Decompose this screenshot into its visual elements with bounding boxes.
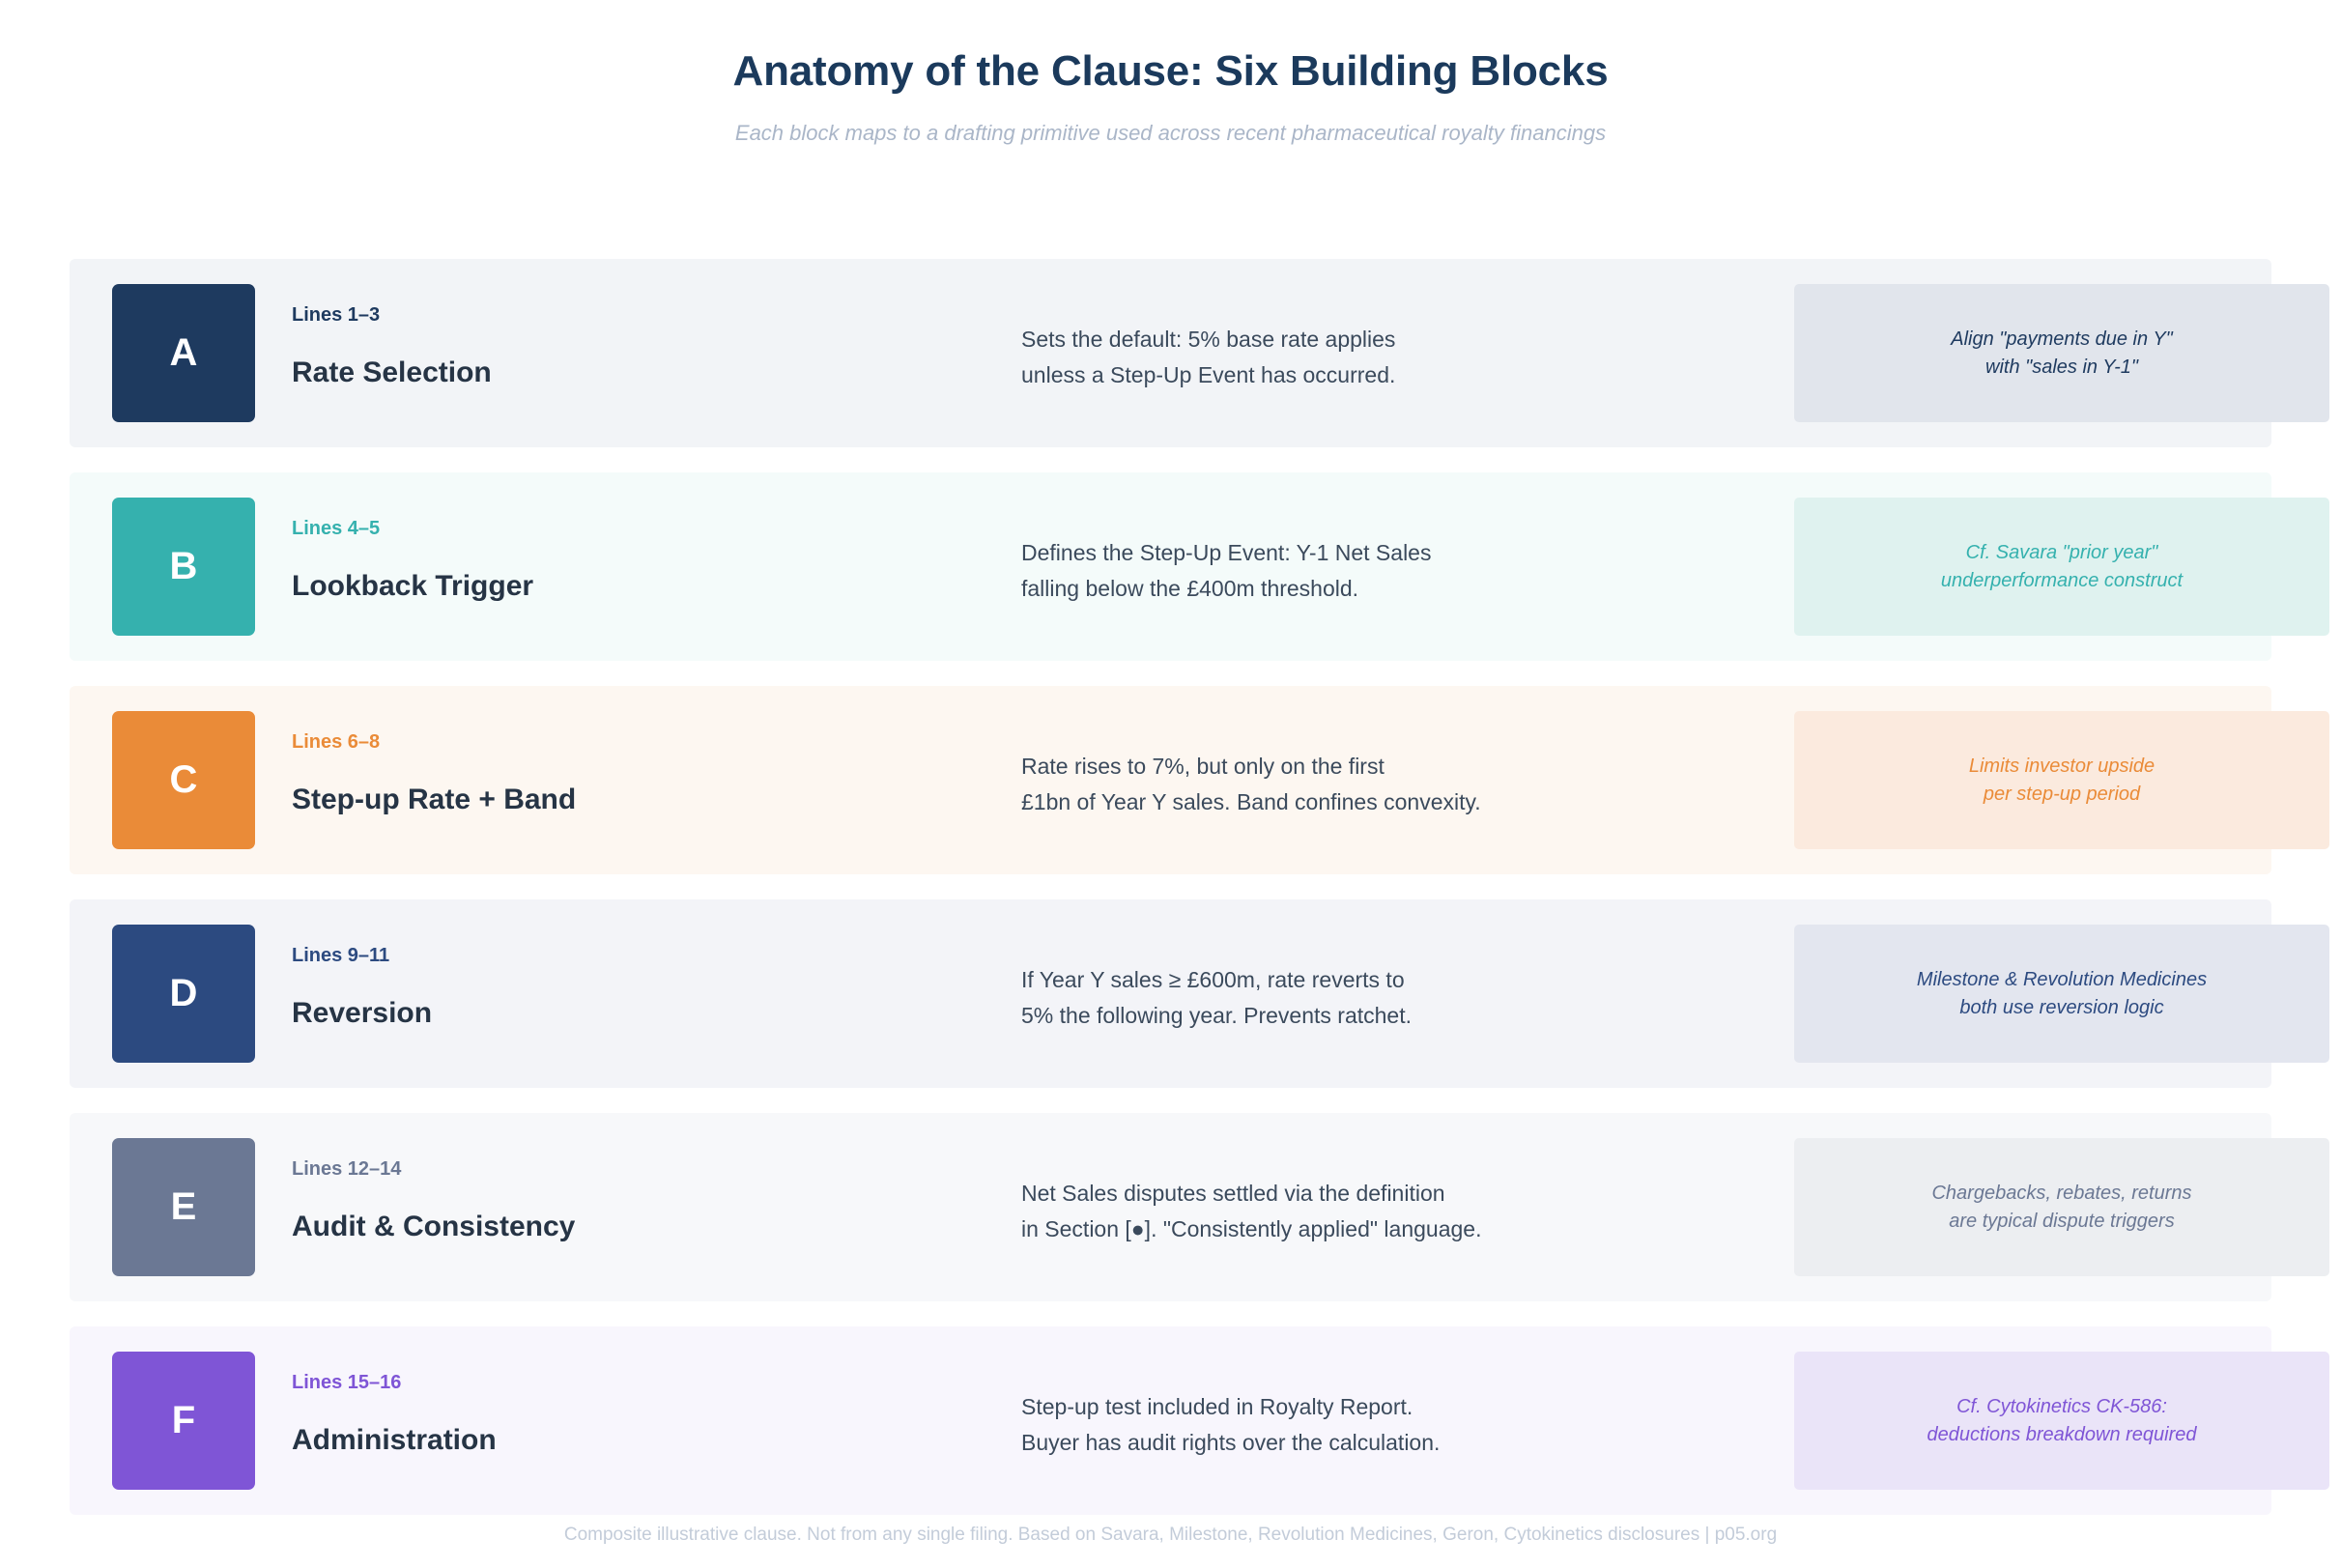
- block-annotation-box: Align "payments due in Y" with "sales in …: [1794, 284, 2329, 422]
- block-letter-tile: E: [112, 1138, 255, 1276]
- block-description-line-1: Rate rises to 7%, but only on the first: [1021, 754, 1385, 779]
- block-description-line-1: If Year Y sales ≥ £600m, rate reverts to: [1021, 967, 1405, 992]
- block-lines-label: Lines 15–16: [292, 1372, 402, 1393]
- block-title: Rate Selection: [292, 356, 492, 388]
- block-lines-label: Lines 4–5: [292, 518, 381, 539]
- block-description-line-2: Buyer has audit rights over the calculat…: [1021, 1430, 1441, 1456]
- block-annotation-box: Limits investor upside per step-up period: [1794, 711, 2329, 849]
- block-annotation-line-2: underperformance construct: [1940, 569, 2184, 591]
- block-annotation-line-2: per step-up period: [1983, 783, 2141, 805]
- block-description: Net Sales disputes settled via the defin…: [1021, 1176, 1717, 1248]
- block-title: Reversion: [292, 997, 433, 1029]
- block-description-line-1: Defines the Step-Up Event: Y-1 Net Sales: [1021, 540, 1432, 565]
- block-lines-label: Lines 6–8: [292, 731, 381, 753]
- block-annotation-line-1: Align "payments due in Y": [1951, 328, 2173, 350]
- block-annotation-box: Cf. Savara "prior year" underperformance …: [1794, 498, 2329, 636]
- block-title: Step-up Rate + Band: [292, 784, 577, 815]
- block-annotation-line-1: Chargebacks, rebates, returns: [1931, 1182, 2192, 1204]
- block-letter: D: [169, 972, 198, 1014]
- block-description-line-2: unless a Step-Up Event has occurred.: [1021, 362, 1396, 388]
- block-description: Step-up test included in Royalty Report.…: [1021, 1389, 1717, 1462]
- block-letter-tile: D: [112, 925, 255, 1063]
- block-description-line-2: 5% the following year. Prevents ratchet.: [1021, 1003, 1412, 1029]
- block-description-line-1: Sets the default: 5% base rate applies: [1021, 327, 1396, 352]
- block-letter-tile: B: [112, 498, 255, 636]
- block-letter: F: [171, 1399, 196, 1441]
- block-letter: B: [169, 545, 198, 587]
- block-annotation-line-1: Cf. Cytokinetics CK-586:: [1956, 1395, 2167, 1417]
- block-letter: C: [169, 758, 198, 801]
- block-letter-tile: A: [112, 284, 255, 422]
- block-title: Audit & Consistency: [292, 1211, 576, 1242]
- footer-note: Composite illustrative clause. Not from …: [563, 1525, 1778, 1545]
- block-lines-label: Lines 1–3: [292, 304, 381, 326]
- block-description: If Year Y sales ≥ £600m, rate reverts to…: [1021, 962, 1717, 1035]
- block-annotation-line-2: both use reversion logic: [1959, 996, 2164, 1018]
- block-description: Defines the Step-Up Event: Y-1 Net Sales…: [1021, 535, 1717, 608]
- block-description-line-2: falling below the £400m threshold.: [1021, 576, 1359, 602]
- block-annotation-box: Milestone & Revolution Medicines both use…: [1794, 925, 2329, 1063]
- block-annotation-line-2: with "sales in Y-1": [1985, 356, 2138, 378]
- block-lines-label: Lines 12–14: [292, 1158, 402, 1180]
- block-annotation-line-1: Milestone & Revolution Medicines: [1916, 968, 2208, 990]
- page-subtitle: Each block maps to a drafting primitive …: [734, 120, 1607, 145]
- block-letter-tile: C: [112, 711, 255, 849]
- block-title: Lookback Trigger: [292, 570, 534, 602]
- block-lines-label: Lines 9–11: [292, 945, 390, 966]
- header: Anatomy of the Clause: Six Building Bloc…: [0, 0, 2341, 146]
- block-description: Sets the default: 5% base rate applies un…: [1021, 322, 1717, 394]
- block-annotation-line-2: are typical dispute triggers: [1949, 1210, 2175, 1232]
- block-annotation-box: Cf. Cytokinetics CK-586: deductions break…: [1794, 1352, 2329, 1490]
- block-description-line-1: Net Sales disputes settled via the defin…: [1021, 1181, 1445, 1206]
- block-description-line-2: £1bn of Year Y sales. Band confines conv…: [1021, 789, 1481, 815]
- block-title: Administration: [292, 1424, 497, 1456]
- block-description: Rate rises to 7%, but only on the first £…: [1021, 749, 1717, 821]
- block-letter: A: [169, 331, 198, 374]
- block-annotation-box: Chargebacks, rebates, returns are typical…: [1794, 1138, 2329, 1276]
- page-title: Anatomy of the Clause: Six Building Bloc…: [732, 47, 1609, 95]
- block-letter-tile: F: [112, 1352, 255, 1490]
- block-annotation-line-1: Limits investor upside: [1968, 755, 2155, 777]
- block-letter: E: [170, 1185, 197, 1228]
- block-annotation-line-1: Cf. Savara "prior year": [1965, 541, 2158, 563]
- block-annotation-line-2: deductions breakdown required: [1927, 1423, 2197, 1445]
- block-description-line-1: Step-up test included in Royalty Report.: [1021, 1394, 1413, 1419]
- block-description-line-2: in Section [●]. "Consistently applied" l…: [1021, 1216, 1482, 1242]
